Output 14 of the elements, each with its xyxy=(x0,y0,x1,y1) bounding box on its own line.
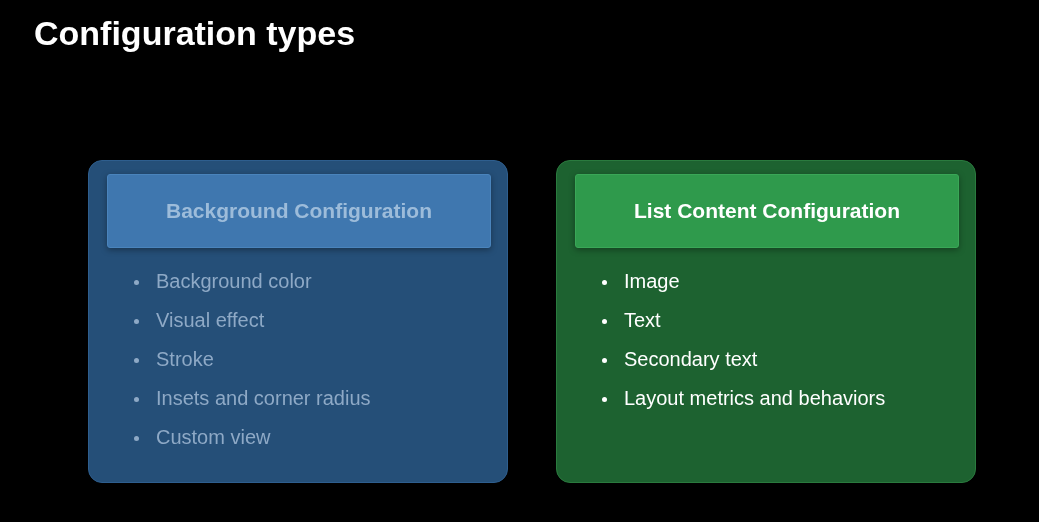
list-item: Text xyxy=(624,309,661,332)
list-item: Visual effect xyxy=(156,309,265,332)
list-item: Insets and corner radius xyxy=(156,387,371,410)
slide-title: Configuration types xyxy=(34,14,356,53)
list-item: Layout metrics and behaviors xyxy=(624,387,886,410)
list-item: Image xyxy=(624,270,680,293)
card-panel xyxy=(88,160,508,483)
header-box: Background Configuration xyxy=(107,174,491,248)
list-item: Custom view xyxy=(156,426,271,449)
header-box: List Content Configuration xyxy=(575,174,959,248)
list-item: Secondary text xyxy=(624,348,758,371)
list-item: Background color xyxy=(156,270,312,293)
list-item: Stroke xyxy=(156,348,214,371)
card-panel xyxy=(556,160,976,483)
